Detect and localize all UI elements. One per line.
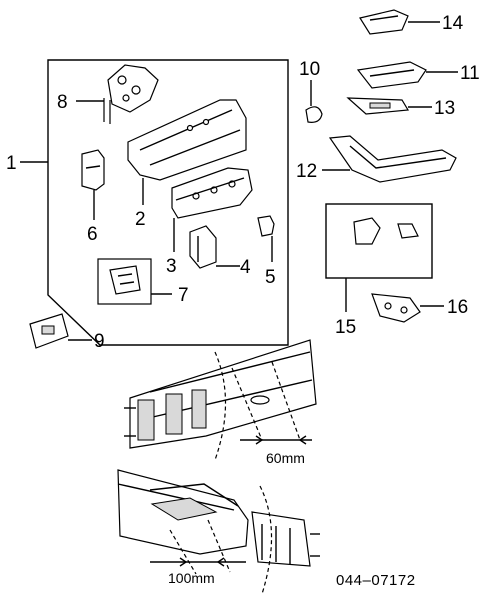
cutaway-lower [117, 469, 320, 595]
part-2-side-member [127, 99, 247, 205]
callout-16: 16 [447, 297, 468, 318]
callout-14: 14 [442, 13, 464, 34]
callout-15: 15 [335, 317, 356, 338]
part-3-rail [171, 167, 253, 252]
part-13-plate [346, 97, 432, 115]
callout-4: 4 [240, 257, 251, 278]
callout-1: 1 [6, 153, 17, 174]
part-4-plate [189, 225, 240, 269]
part-14-bracket [359, 9, 440, 35]
part-16-bracket [371, 293, 444, 323]
part-7-clip [97, 258, 172, 305]
callout-2: 2 [135, 209, 146, 230]
callout-12: 12 [296, 161, 317, 182]
diagram-code: 044–07172 [336, 572, 416, 589]
callout-5: 5 [265, 267, 276, 288]
callout-9: 9 [94, 331, 105, 352]
dimension-lower-label: 100mm [168, 570, 215, 586]
assembly-1-frame [20, 59, 289, 346]
kit-15-box [325, 203, 433, 312]
callout-7: 7 [178, 285, 189, 306]
callout-8: 8 [57, 92, 68, 113]
part-12-member [322, 135, 457, 183]
part-10-cap [305, 80, 323, 123]
part-11-reinforcement [356, 61, 458, 89]
callout-6: 6 [87, 224, 98, 245]
part-6-bracket [81, 149, 105, 220]
callout-10: 10 [299, 59, 320, 80]
part-8-bracket [76, 64, 159, 124]
callout-3: 3 [166, 256, 177, 277]
cutaway-upper [124, 339, 317, 461]
part-5-bracket [257, 215, 275, 262]
part-9-bracket [29, 313, 92, 349]
callout-11: 11 [460, 63, 480, 84]
callout-13: 13 [434, 98, 455, 119]
dimension-upper-label: 60mm [266, 450, 305, 466]
